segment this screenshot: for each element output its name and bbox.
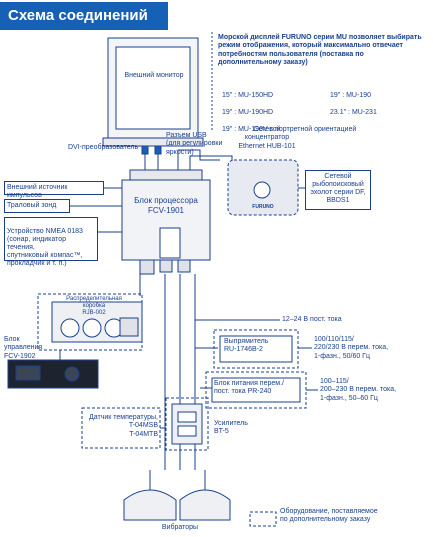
control-unit-label: Блок управления FCV-1902: [4, 336, 43, 360]
model-19hd: 19" : MU-190HD: [222, 109, 274, 117]
info-text: Морской дисплей FURUNO серии MU позволяе…: [218, 34, 422, 67]
power-unit-power: 100–115/ 200–230 В перем. тока, 1-фазн.,…: [320, 378, 397, 402]
dc-label: 12–24 В пост. тока: [282, 316, 342, 323]
input-pulse-label: Внешний источник импульсов: [7, 184, 68, 200]
model-15: 15" : MU-150HD: [222, 92, 274, 100]
usb-label: Разъем USB (для регулировки яркости): [166, 132, 223, 156]
input-pulse-source: Внешний источник импульсов: [4, 181, 104, 199]
rectifier-power: 100/110/115/ 220/230 В перем. тока, 1-фа…: [314, 336, 389, 360]
power-unit-label: Блок питания перем./ пост. тока PR-240: [214, 380, 284, 396]
sonar-box: Сетевой рыбопоисковый эхолот серии DF, B…: [305, 170, 371, 210]
input-trawl-probe: Траловый зонд: [4, 199, 70, 213]
rectifier-label: Выпрямитель RU-1746B-2: [224, 338, 269, 354]
model-19v: 19" : MU-190V с портретной ориентацией: [222, 125, 357, 133]
processor-label: Блок процессора FCV-1901: [134, 196, 198, 215]
junction-label: Распределительная коробка RJB-002: [66, 296, 122, 317]
model-23: 23.1" : MU-231: [330, 109, 377, 117]
transducers-label: Вибраторы: [161, 524, 199, 531]
transducer-left: [123, 489, 177, 521]
hub-label: Сетевой концентратор Ethernet HUB-101: [238, 126, 296, 150]
model-list-right: 19" : MU-190 23.1" : MU-231: [330, 84, 426, 126]
legend-swatch: [249, 511, 277, 527]
monitor-label: Внешний монитор: [124, 72, 184, 79]
model-list-left: 15" : MU-150HD 19" : MU-190HD 19" : MU-1…: [222, 84, 357, 143]
monitor-screen: [115, 46, 191, 130]
sonar-label: Сетевой рыбопоисковый эхолот серии DF, B…: [310, 173, 366, 205]
amplifier-label: Усилитель BT-5: [214, 420, 248, 436]
dvi-label: DVI-преобразователь: [68, 144, 139, 151]
transducer-right: [179, 489, 231, 521]
input-trawl-label: Траловый зонд: [7, 202, 57, 209]
model-19: 19" : MU-190: [330, 92, 372, 100]
temp-sensor-label: Датчик температуры, T-04MSB T-04MTB: [89, 414, 158, 438]
amplifier-body: [171, 403, 203, 445]
hub-brand: FURUNO: [252, 204, 274, 210]
input-nmea-label: Устройство NMEA 0183 (сонар, индикатор т…: [7, 228, 83, 268]
legend-text: Оборудование, поставляемое по дополнител…: [280, 508, 378, 524]
input-nmea-device: Устройство NMEA 0183 (сонар, индикатор т…: [4, 217, 98, 267]
page-title: Схема соединений: [0, 2, 168, 30]
